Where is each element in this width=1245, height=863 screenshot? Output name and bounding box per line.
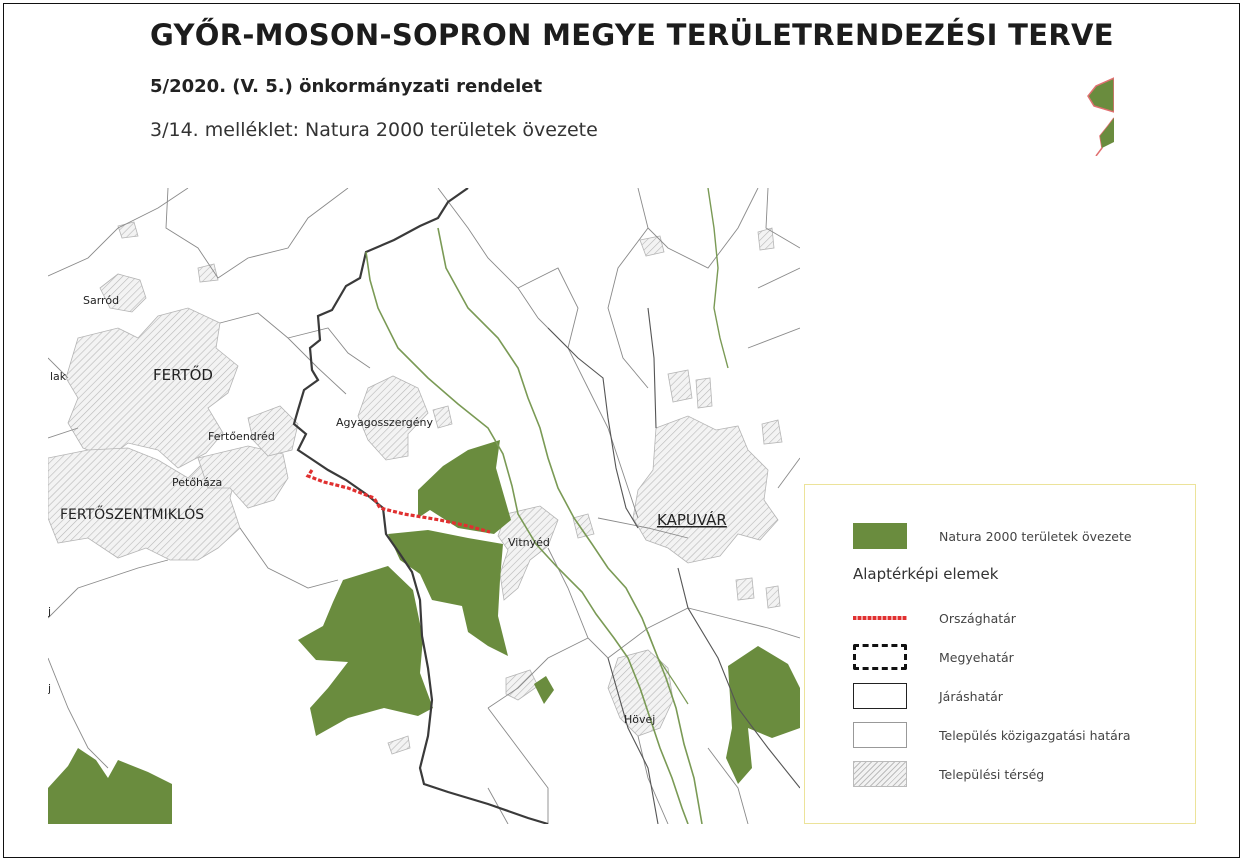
decree-subtitle: 5/2020. (V. 5.) önkormányzati rendelet	[150, 76, 543, 97]
label-hovej: Hövej	[624, 713, 655, 726]
county-border	[292, 188, 549, 824]
legend-label-settlement-area: Települési térség	[939, 766, 1045, 782]
legend-row-municipal-border: Település közigazgatási határa	[853, 720, 1131, 750]
legend-swatch-county-border	[853, 644, 907, 670]
settlement-areas	[48, 221, 783, 755]
district-boundaries	[547, 307, 800, 824]
legend-swatch-country-border	[853, 605, 907, 631]
map-legend: Natura 2000 területek övezete Alaptérkép…	[804, 484, 1196, 824]
annex-title: 3/14. melléklet: Natura 2000 területek ö…	[150, 119, 598, 141]
legend-row-district-border: Járáshatár	[853, 681, 1003, 711]
place-labels: Sarród FERTŐD lak Fertőendréd Agyagossze…	[48, 294, 727, 726]
municipal-boundaries	[48, 188, 800, 824]
page-title: GYŐR-MOSON-SOPRON MEGYE TERÜLETRENDEZÉSI…	[150, 18, 1114, 52]
rivers	[365, 188, 729, 824]
legend-swatch-natura	[853, 523, 907, 549]
legend-base-heading: Alaptérképi elemek	[853, 565, 999, 583]
label-kapuvar: KAPUVÁR	[657, 510, 727, 529]
legend-swatch-municipal-border	[853, 722, 907, 748]
page-frame	[3, 3, 1240, 858]
label-fertoszentmiklos: FERTŐSZENTMIKLÓS	[60, 505, 204, 523]
label-agyagosszergeny: Agyagosszergény	[336, 416, 434, 429]
label-lak: lak	[50, 370, 67, 383]
legend-label-district-border: Járáshatár	[939, 688, 1003, 704]
label-sarrod: Sarród	[83, 294, 119, 307]
natura-2000-areas	[48, 440, 800, 824]
legend-row-settlement-area: Települési térség	[853, 759, 1044, 789]
legend-label-county-border: Megyehatár	[939, 649, 1014, 665]
legend-label-country-border: Országhatár	[939, 610, 1016, 626]
map-canvas[interactable]: Sarród FERTŐD lak Fertőendréd Agyagossze…	[48, 188, 800, 824]
legend-label-natura: Natura 2000 területek övezete	[939, 528, 1132, 544]
legend-row-country-border: Országhatár	[853, 603, 1016, 633]
legend-row-county-border: Megyehatár	[853, 642, 1014, 672]
label-fertoendred: Fertőendréd	[208, 430, 275, 443]
map-fragment-corner	[1087, 77, 1114, 156]
legend-label-municipal-border: Település közigazgatási határa	[939, 727, 1131, 743]
label-vitnyed: Vitnyéd	[508, 536, 550, 549]
legend-swatch-district-border	[853, 683, 907, 709]
legend-row-natura: Natura 2000 területek övezete	[853, 521, 1132, 551]
legend-swatch-settlement-area	[853, 761, 907, 787]
label-petohaza: Petőháza	[172, 476, 222, 489]
label-fertod: FERTŐD	[153, 364, 213, 384]
label-edge-j2: j	[48, 682, 51, 695]
label-edge-j1: j	[48, 605, 51, 618]
country-border	[305, 469, 491, 534]
